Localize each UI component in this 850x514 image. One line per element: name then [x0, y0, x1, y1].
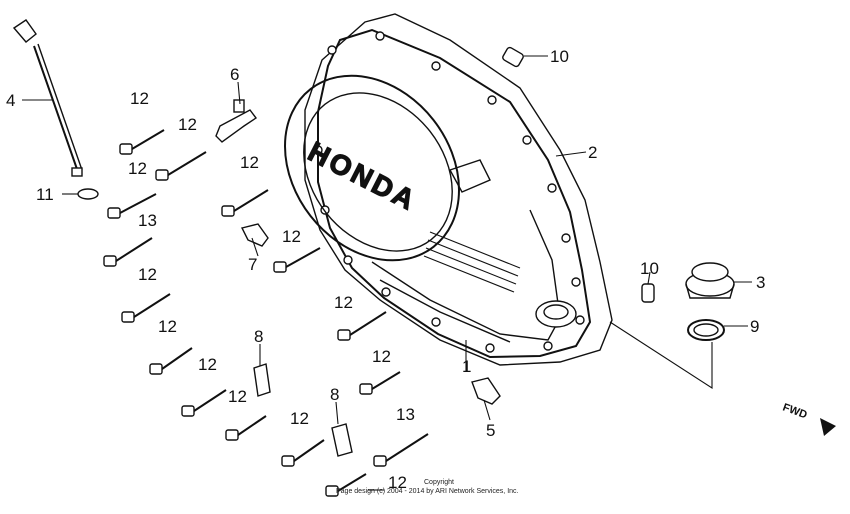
callout-12-bottom: 12	[388, 473, 407, 492]
cable-bracket-6	[215, 109, 258, 143]
callout-12: 12	[334, 293, 353, 312]
callout-12: 12	[290, 409, 309, 428]
callout-12: 12	[372, 347, 391, 366]
dowel-pin-right	[641, 283, 655, 303]
callout-10-top: 10	[550, 47, 569, 66]
callout-12: 12	[282, 227, 301, 246]
cable-guide-8-lower	[331, 423, 353, 457]
clutch-cover: HONDA	[284, 13, 613, 366]
forward-arrow-icon: FWD	[781, 402, 836, 436]
dipstick	[12, 19, 83, 177]
callout-9: 9	[750, 317, 759, 336]
o-ring	[687, 319, 725, 341]
callout-12: 12	[178, 115, 197, 134]
cable-clamp-7	[240, 223, 269, 247]
copyright-notice: 12 Copyright Page design (c) 2004 - 2014…	[336, 473, 519, 495]
callout-13: 13	[138, 211, 157, 230]
callout-11: 11	[36, 185, 54, 204]
callout-6: 6	[230, 65, 239, 84]
brand-lettering: HONDA	[303, 136, 422, 217]
callout-5: 5	[486, 421, 495, 440]
cable-clamp-5	[471, 377, 501, 405]
oil-filler-cap	[685, 262, 735, 299]
callout-8-lower: 8	[330, 385, 339, 404]
callout-13: 13	[396, 405, 415, 424]
callout-12: 12	[130, 89, 149, 108]
callout-12: 12	[228, 387, 247, 406]
bolt-set	[103, 129, 429, 497]
svg-text:Page design (c) 2004 - 2014 by: Page design (c) 2004 - 2014 by ARI Netwo…	[336, 488, 519, 495]
svg-text:Copyright: Copyright	[424, 479, 454, 486]
callout-labels: 1 2 3 4 5 6 7 8 8 9 10 10 11 12 12 12 12…	[6, 47, 765, 440]
callout-8-upper: 8	[254, 327, 263, 346]
svg-text:FWD: FWD	[781, 402, 809, 422]
cover-gasket	[304, 13, 613, 366]
callout-12: 12	[128, 159, 147, 178]
callout-12: 12	[240, 153, 259, 172]
callout-7: 7	[248, 255, 257, 274]
callout-10-right: 10	[640, 259, 659, 278]
callout-12: 12	[158, 317, 177, 336]
callout-12: 12	[198, 355, 217, 374]
callout-2: 2	[588, 143, 597, 162]
callout-12: 12	[138, 265, 157, 284]
cable-guide-8-upper	[253, 363, 271, 397]
sealing-washer	[77, 188, 99, 200]
callout-3: 3	[756, 273, 765, 292]
callout-4: 4	[6, 91, 15, 110]
dowel-pin-top	[502, 46, 524, 68]
callout-1: 1	[462, 357, 471, 376]
